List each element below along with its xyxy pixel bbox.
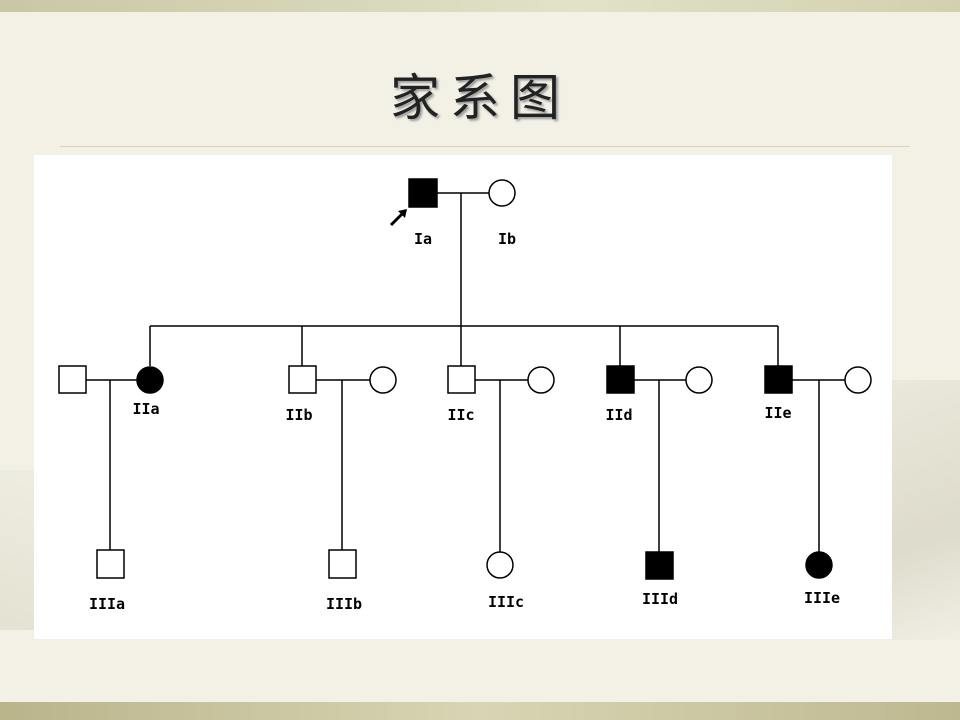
label-IId: IId — [605, 406, 632, 424]
label-Ia: Ia — [414, 230, 432, 248]
label-IIIc: IIIc — [488, 593, 524, 611]
individual-IIa — [136, 366, 164, 394]
individual-IIIa — [96, 549, 125, 579]
individual-IIe — [764, 365, 793, 394]
individual-IIb — [288, 365, 317, 394]
label-IIIa: IIIa — [89, 595, 125, 613]
spouse-IIe — [844, 366, 872, 394]
label-IIa: IIa — [132, 400, 159, 418]
spouse-IId — [685, 366, 713, 394]
label-IIe: IIe — [764, 404, 791, 422]
individual-Ia — [408, 178, 438, 208]
label-IIIb: IIIb — [326, 595, 362, 613]
connector-lines — [86, 192, 845, 552]
label-IIIe: IIIe — [804, 589, 840, 607]
spouse-IIa — [58, 365, 87, 394]
paper-decor-right — [890, 380, 960, 640]
top-decor-band — [0, 0, 960, 12]
individual-IIc — [447, 365, 476, 394]
label-IIb: IIb — [285, 406, 312, 424]
spouse-IIc — [527, 366, 555, 394]
individual-IIId — [645, 551, 674, 580]
slide-title: 家系图 — [390, 69, 570, 127]
proband-arrow-icon — [389, 209, 407, 227]
individual-IIIc — [486, 551, 514, 579]
label-IIId: IIId — [642, 590, 678, 608]
label-IIc: IIc — [447, 406, 474, 424]
bottom-decor-band — [0, 702, 960, 720]
spouse-IIb — [369, 366, 397, 394]
individual-IIIb — [328, 549, 357, 579]
label-Ib: Ib — [498, 230, 516, 248]
individual-Ib — [488, 179, 516, 207]
individual-IIIe — [805, 551, 833, 579]
pedigree-diagram: Ia Ib IIa IIb IIc IId IIe IIIa IIIb IIIc… — [34, 155, 892, 639]
paper-decor-left — [0, 470, 40, 630]
pedigree-svg: Ia Ib IIa IIb IIc IId IIe IIIa IIIb IIIc… — [58, 178, 872, 613]
individual-IId — [606, 365, 635, 394]
title-divider — [60, 146, 910, 147]
